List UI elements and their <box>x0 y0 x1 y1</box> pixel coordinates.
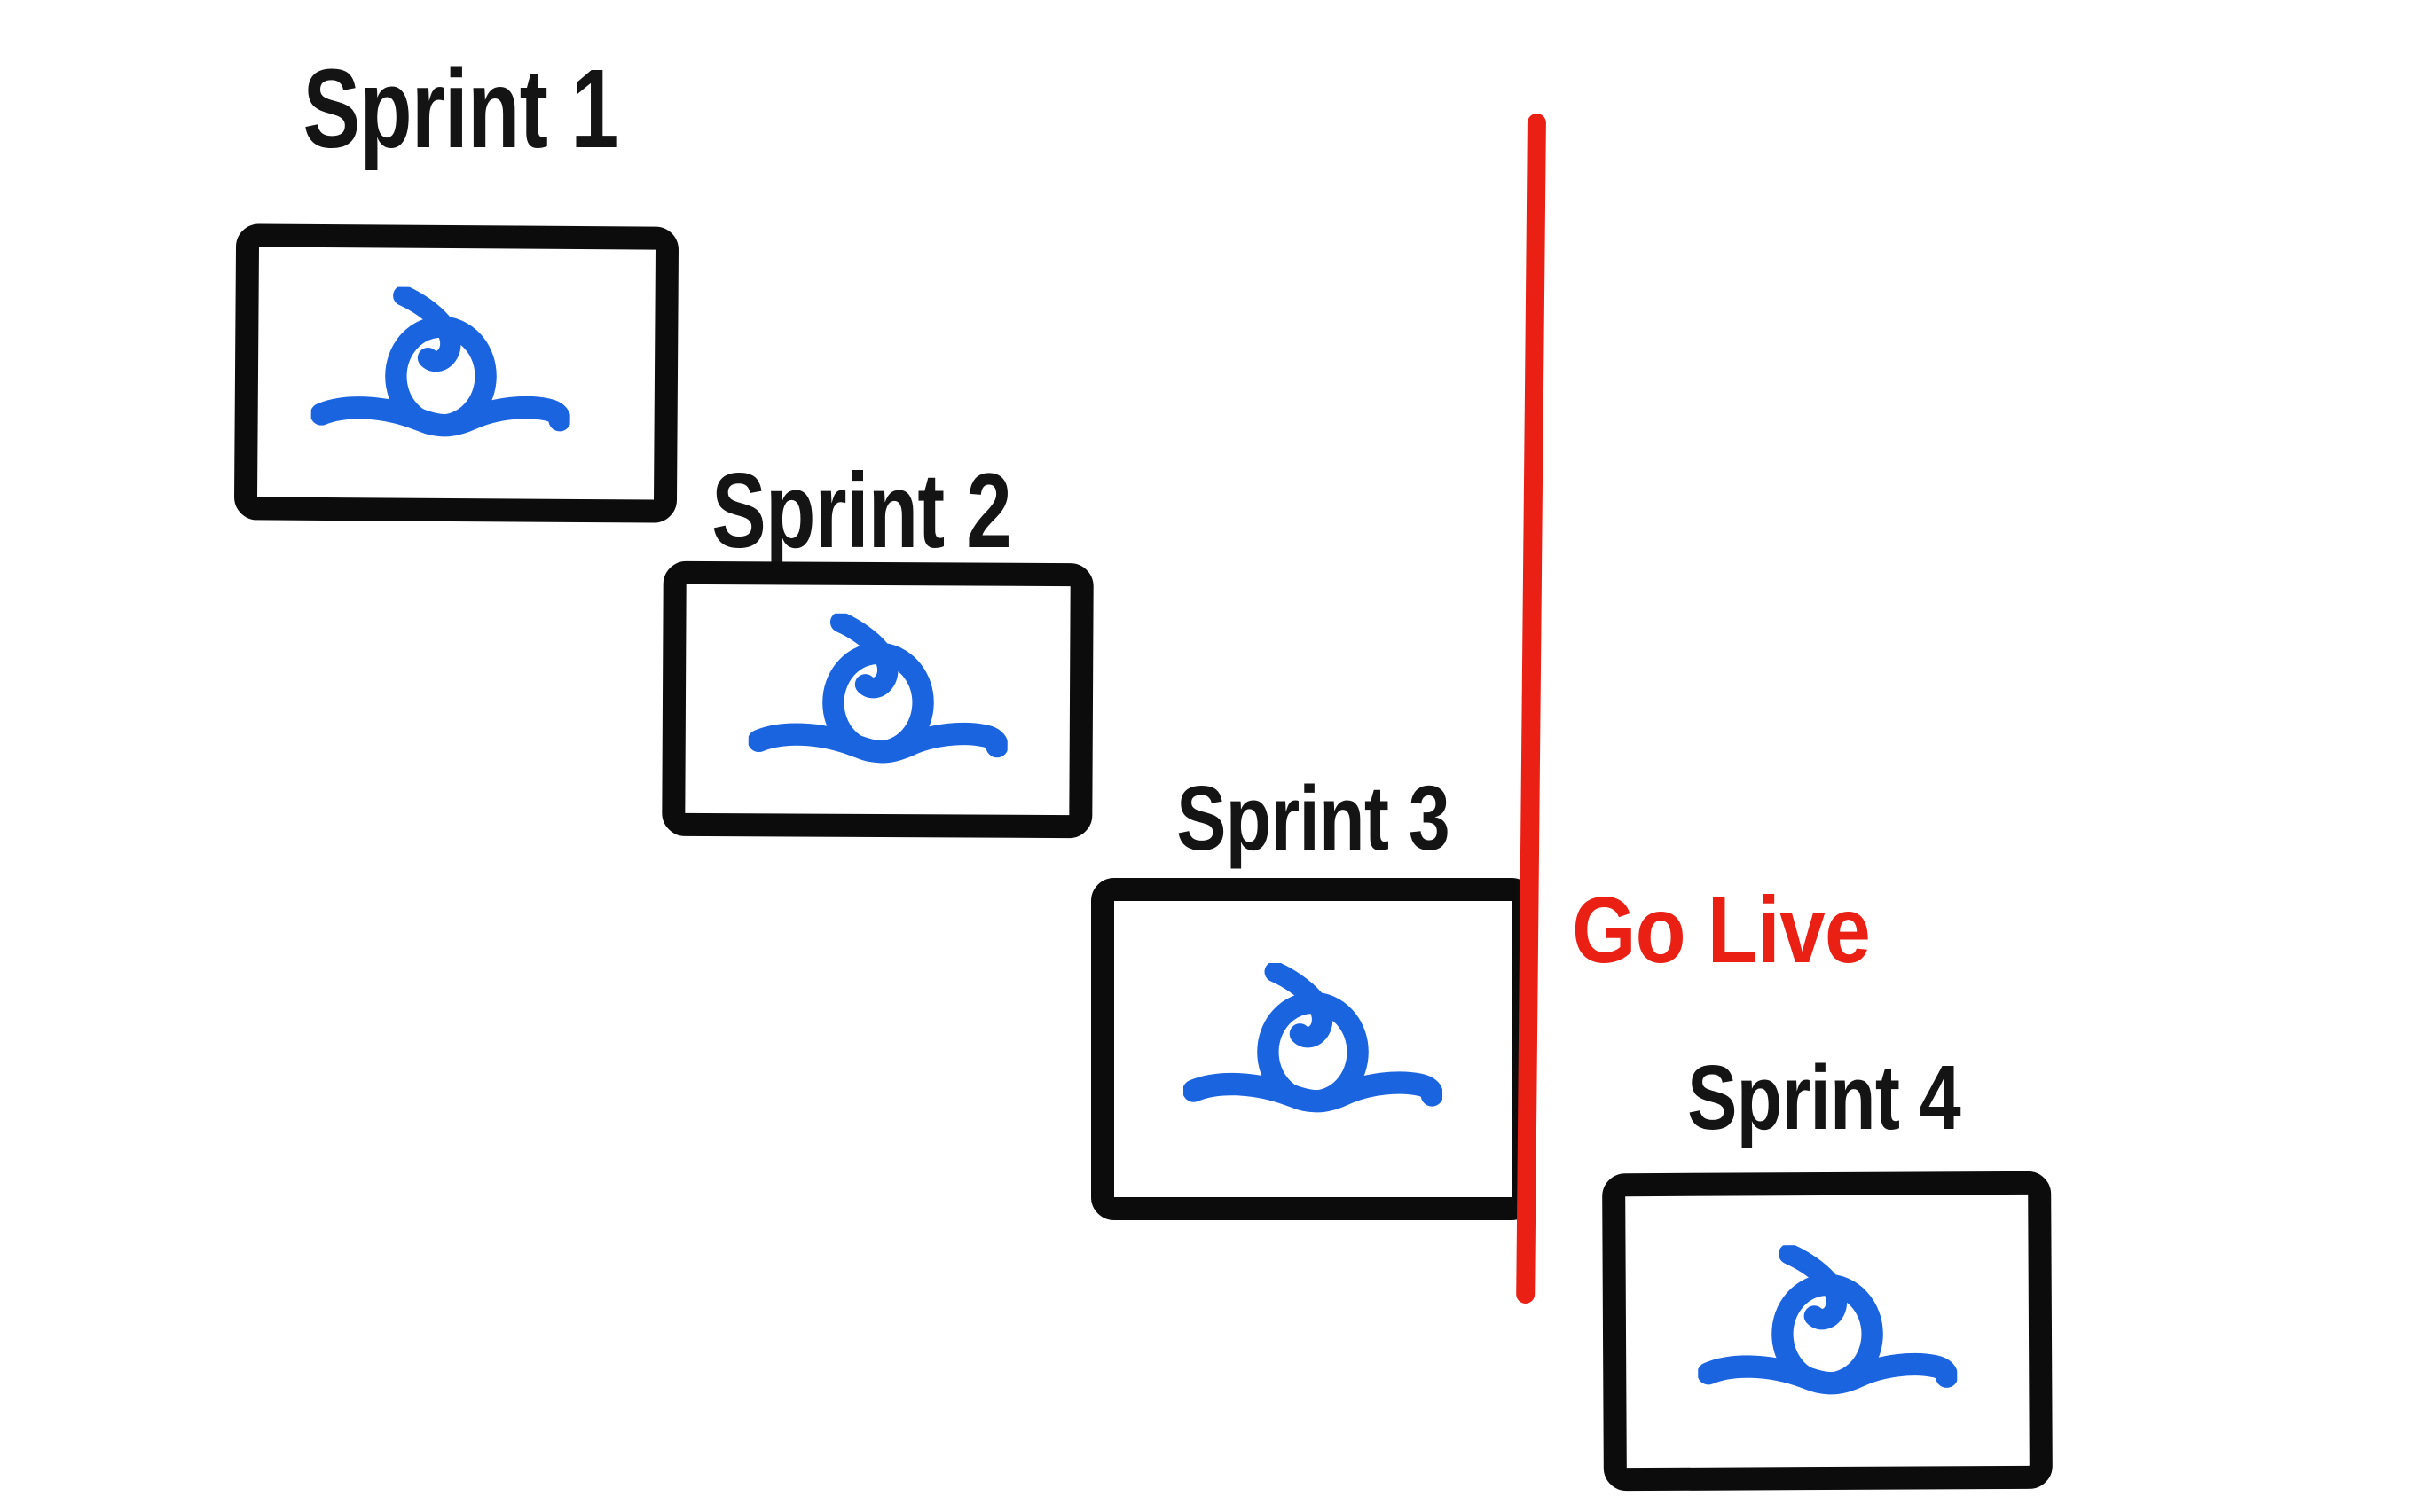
sprint-loop-icon <box>1183 962 1442 1112</box>
sprint-2-box <box>662 560 1094 839</box>
go-live-label: Go Live <box>1572 878 1871 983</box>
sprint-loop-icon <box>748 612 1009 763</box>
sprint-4-label: Sprint 4 <box>1687 1046 1961 1148</box>
sprint-1-box <box>233 223 679 523</box>
sprint-loop-icon <box>310 286 571 436</box>
sprint-2-label: Sprint 2 <box>711 451 1012 570</box>
sprint-3-label: Sprint 3 <box>1176 767 1450 869</box>
sprint-3-box <box>1091 878 1535 1220</box>
go-live-milestone-line <box>1516 113 1546 1304</box>
sprint-4-box <box>1602 1171 2053 1492</box>
sprint-loop-icon <box>1697 1243 1958 1394</box>
sprint-1-label: Sprint 1 <box>302 46 618 171</box>
